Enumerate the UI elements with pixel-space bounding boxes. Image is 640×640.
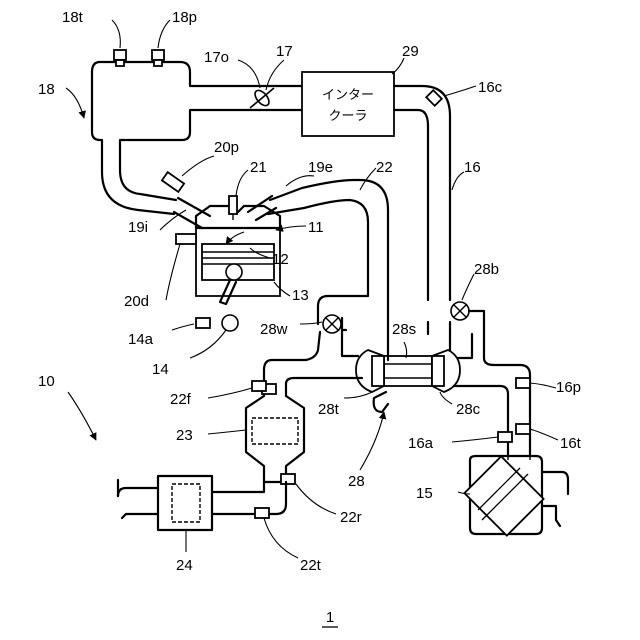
label-17: 17: [276, 43, 293, 60]
label-22r: 22r: [340, 509, 362, 526]
muffler-24: [118, 476, 212, 530]
catalyst-23: [246, 384, 304, 482]
label-16: 16: [464, 159, 481, 176]
valve-28b: [451, 302, 469, 320]
label-28c: 28c: [456, 401, 481, 418]
exhaust-pipe-22: [212, 482, 286, 514]
label-28w: 28w: [260, 321, 288, 338]
label-22: 22: [376, 159, 393, 176]
label-23: 23: [176, 427, 193, 444]
sensor-22r: [281, 474, 295, 484]
label-20p: 20p: [214, 139, 239, 156]
label-29: 29: [402, 43, 419, 60]
label-20d: 20d: [124, 293, 149, 310]
sensor-16a: [498, 432, 512, 442]
sensor-18p: [152, 50, 164, 66]
label-17o: 17o: [204, 49, 229, 66]
throttle-valve-17: [250, 88, 274, 108]
intercooler-label-2: クーラ: [328, 109, 367, 124]
sensor-22t: [255, 508, 269, 518]
label-28t: 28t: [318, 401, 340, 418]
spark-plug-21: [229, 196, 237, 220]
intercooler-box: [302, 72, 394, 136]
label-18t: 18t: [62, 9, 84, 26]
label-16t: 16t: [560, 435, 582, 452]
label-28: 28: [348, 473, 365, 490]
intercooler-label-1: インター: [322, 88, 374, 103]
sensor-16p: [516, 378, 530, 388]
label-16p: 16p: [556, 379, 581, 396]
label-22f: 22f: [170, 391, 192, 408]
compressor-outlet: [446, 386, 508, 456]
label-21: 21: [250, 159, 267, 176]
label-10: 10: [38, 373, 55, 390]
sensor-16t: [516, 424, 530, 434]
label-24: 24: [176, 557, 193, 574]
label-14: 14: [152, 361, 169, 378]
label-12: 12: [272, 251, 289, 268]
label-16c: 16c: [478, 79, 503, 96]
label-28b: 28b: [474, 261, 499, 278]
label-19i: 19i: [128, 219, 148, 236]
wastegate-valve-28w: [323, 315, 341, 333]
exhaust-to-cat: [374, 392, 388, 412]
label-19e: 19e: [308, 159, 333, 176]
intake-pipe-16-lower: [428, 322, 450, 334]
air-cleaner-15: [464, 456, 568, 536]
sensor-22f: [252, 381, 266, 391]
sensor-18t: [114, 50, 126, 66]
label-13: 13: [292, 287, 309, 304]
figure-number: 1: [326, 609, 334, 626]
injector-20d: [176, 234, 196, 244]
engine-11: [174, 196, 280, 304]
injector-20p: [162, 172, 184, 192]
intake-pipe-16: [394, 86, 450, 300]
label-18: 18: [38, 81, 55, 98]
turbocharger-28: [356, 350, 460, 392]
label-22t: 22t: [300, 557, 322, 574]
intake-surge-tank: [92, 62, 302, 214]
label-14a: 14a: [128, 331, 154, 348]
sensor-16c: [426, 90, 442, 106]
label-16a: 16a: [408, 435, 434, 452]
label-28s: 28s: [392, 321, 416, 338]
label-15: 15: [416, 485, 433, 502]
crank-sensor-14: [196, 315, 238, 331]
label-18p: 18p: [172, 9, 197, 26]
label-11: 11: [308, 219, 324, 236]
